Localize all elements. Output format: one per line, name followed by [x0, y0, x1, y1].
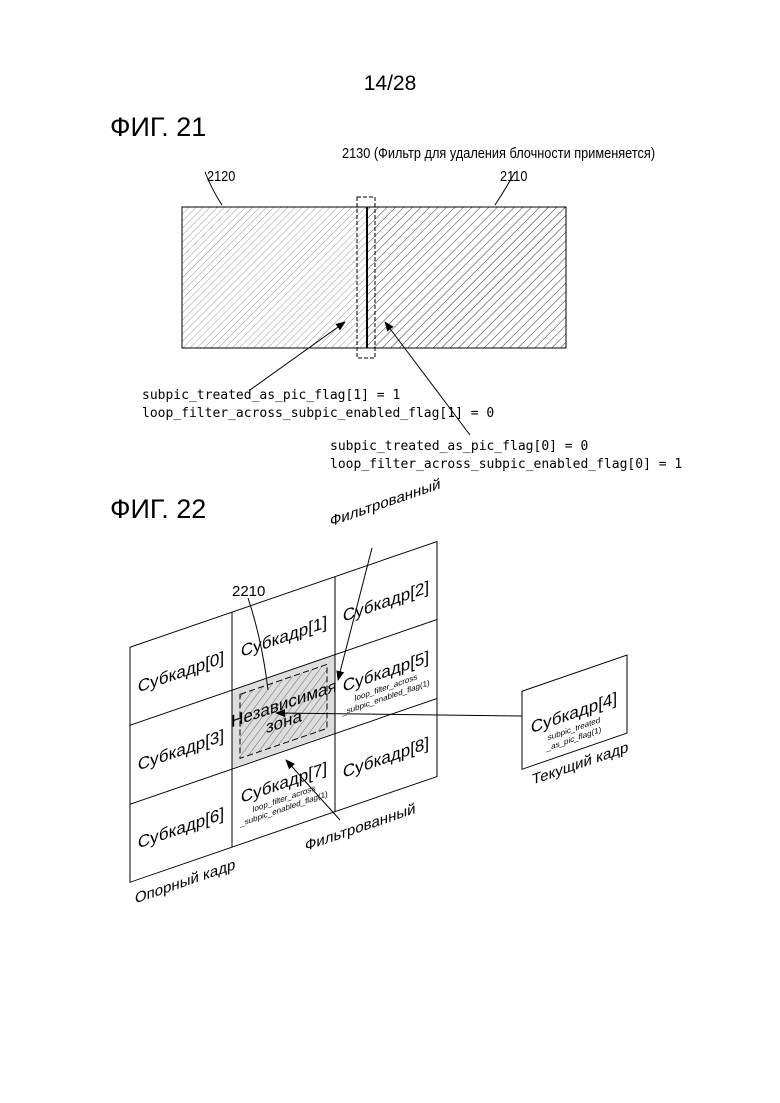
filtered-bottom-label: Фильтрованный: [305, 800, 415, 855]
fig21-right-flags: subpic_treated_as_pic_flag[0] = 0 loop_f…: [330, 438, 682, 474]
cell-3: Субкадр[3]: [138, 725, 224, 774]
ref-2210: 2210: [232, 583, 265, 600]
cell-1: Субкадр[1]: [241, 612, 327, 661]
right-flag-1: subpic_treated_as_pic_flag[0] = 0: [330, 438, 682, 456]
picture-2110: [367, 207, 566, 348]
left-flag-1: subpic_treated_as_pic_flag[1] = 1: [142, 387, 494, 405]
right-flag-2: loop_filter_across_subpic_enabled_flag[0…: [330, 456, 682, 474]
cell-8: Субкадр[8]: [343, 733, 429, 782]
fig22-title: ФИГ. 22: [110, 494, 206, 525]
filtered-top-label: Фильтрованный: [330, 476, 440, 531]
picture-2120: [182, 207, 367, 348]
cell-0: Субкадр[0]: [138, 647, 224, 696]
fig21-left-flags: subpic_treated_as_pic_flag[1] = 1 loop_f…: [142, 387, 494, 423]
cell-2: Субкадр[2]: [343, 577, 429, 626]
reference-frame-label: Опорный кадр: [135, 856, 235, 907]
cell-6: Субкадр[6]: [138, 803, 224, 852]
left-flag-2: loop_filter_across_subpic_enabled_flag[1…: [142, 405, 494, 423]
